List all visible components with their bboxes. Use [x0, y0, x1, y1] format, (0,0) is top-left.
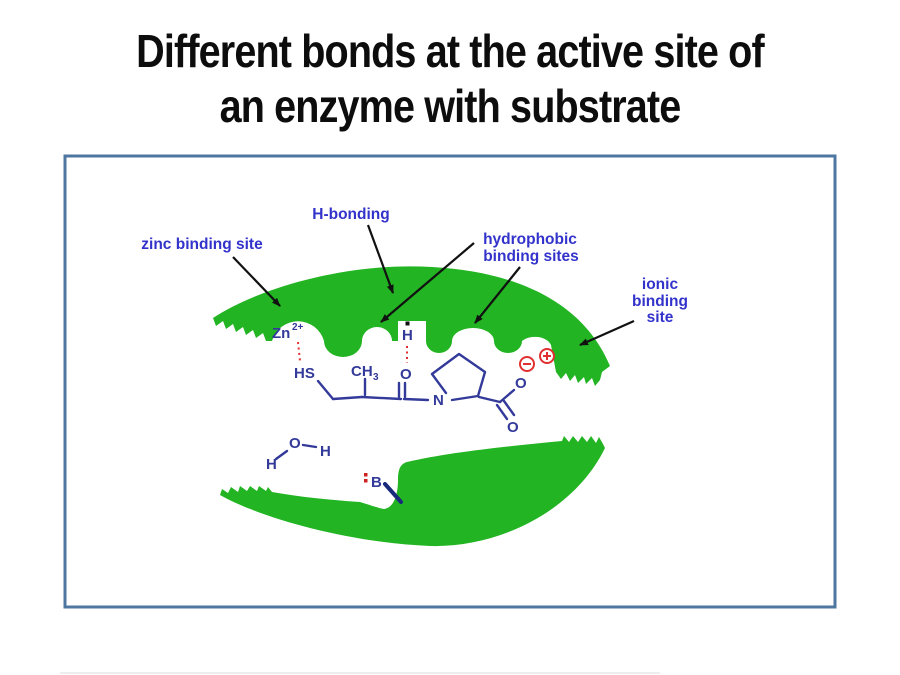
water-bond-left: [274, 449, 289, 461]
base-bond: [383, 482, 403, 504]
zinc-ion-label: Zn: [272, 325, 290, 342]
thiol-label: HS: [294, 365, 315, 382]
proline-ring: [430, 352, 487, 402]
slide-title-line1: Different bonds at the active site of: [136, 25, 764, 77]
zinc-ion-charge: 2+: [292, 322, 304, 333]
carboxylate-o-single-label: O: [515, 375, 527, 392]
h-bonding-label: H-bonding: [312, 206, 389, 223]
bond-s-ch2: [316, 379, 335, 401]
hydrophobic-arrow-right: [474, 266, 521, 324]
ionic-label-line3: site: [647, 309, 674, 326]
water-h-left-label: H: [266, 456, 277, 473]
site-labels: zinc binding site H-bonding hydrophobic …: [141, 206, 688, 326]
amide-h-dot: [405, 321, 410, 326]
bond-c-o-ester: [498, 388, 516, 404]
lone-pair-dot-2: [364, 479, 368, 483]
label-arrows: [232, 224, 635, 347]
carbonyl-o-label: O: [400, 366, 412, 383]
carboxylate-double-2: [502, 399, 516, 417]
water-o-label: O: [289, 435, 301, 452]
lone-pair-dot-1: [364, 473, 368, 477]
methyl-sub: 3: [373, 372, 379, 383]
water-bond-right: [301, 443, 318, 449]
hydrophobic-label-line2: binding sites: [483, 248, 579, 265]
bond-c2-cooh: [477, 395, 502, 404]
h-bonding-arrow: [366, 224, 395, 294]
ionic-label-line2: binding: [632, 293, 688, 310]
slide-title-line2: an enzyme with substrate: [219, 80, 682, 132]
base-b-label: B: [371, 474, 382, 491]
zinc-arrow: [232, 256, 281, 307]
water-h-right-label: H: [320, 443, 331, 460]
catalytic-base: B: [364, 473, 403, 504]
carboxylate-o-double-label: O: [507, 419, 519, 436]
positive-charge-icon: [539, 348, 555, 364]
bottom-edge-artifact: [60, 672, 660, 674]
enzyme-upper-lobe: [213, 266, 610, 386]
bond-c-n: [402, 397, 430, 402]
amide-h-label: H: [402, 327, 413, 344]
zinc-binding-site-label: zinc binding site: [141, 236, 263, 253]
ionic-arrow: [579, 319, 635, 347]
hydrophobic-arrow-left: [380, 242, 475, 323]
negative-charge-icon: [519, 356, 535, 372]
hydrophobic-label-line1: hydrophobic: [483, 231, 577, 248]
slide-title: Different bonds at the active site of an…: [0, 24, 900, 134]
substrate-molecule: Zn 2+ HS CH 3 H O N O: [272, 321, 555, 436]
ring-n-label: N: [433, 392, 444, 409]
water-molecule: H O H: [266, 435, 331, 473]
carboxylate-double-1: [495, 403, 509, 421]
bond-ch2-ch: [331, 395, 364, 401]
bond-ch-c: [360, 395, 403, 401]
ionic-label-line1: ionic: [642, 276, 679, 293]
methyl-label: CH: [351, 363, 373, 380]
enzyme-lower-lobe: [220, 436, 605, 547]
